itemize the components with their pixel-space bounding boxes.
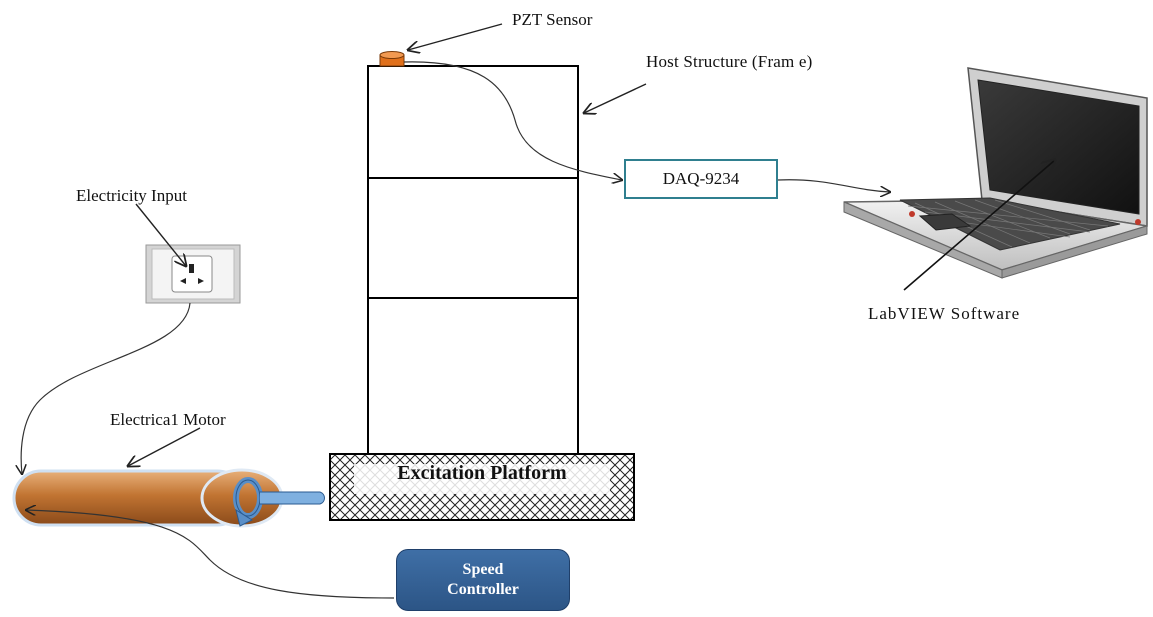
labview-pointer-arrow [903, 160, 1055, 291]
electricity-pointer-arrow [135, 203, 186, 266]
pzt-sensor-label: PZT Sensor [512, 10, 593, 29]
excitation-platform-label: Excitation Platform [397, 462, 567, 484]
daq-module: DAQ-9234 [624, 159, 778, 199]
electrical-motor-label: Electrica1 Motor [110, 410, 226, 429]
motor-cylinder-icon [12, 468, 284, 528]
speed-controller: Speed Controller [396, 549, 570, 611]
daq-cable [777, 179, 890, 192]
platform-label-bg [354, 464, 610, 494]
host-structure-frame [367, 65, 579, 455]
motor-pointer-arrow [128, 427, 201, 466]
sensor-cable [403, 61, 622, 180]
controller-cable [26, 510, 395, 599]
speed-controller-line2: Controller [447, 581, 519, 598]
power-cable [21, 302, 191, 474]
labview-label: LabVIEW Software [868, 304, 1021, 323]
daq-label: DAQ-9234 [662, 169, 740, 188]
power-socket-icon [145, 244, 241, 304]
pzt-sensor-icon [379, 51, 405, 67]
electricity-input-label: Electricity Input [76, 186, 187, 205]
host-pointer-arrow [584, 83, 647, 113]
rotation-arrow-icon [233, 477, 325, 527]
host-structure-label: Host Structure (Fram e) [646, 52, 813, 71]
pzt-pointer-arrow [408, 23, 503, 50]
laptop-icon [843, 67, 1148, 279]
speed-controller-line1: Speed [462, 561, 504, 578]
